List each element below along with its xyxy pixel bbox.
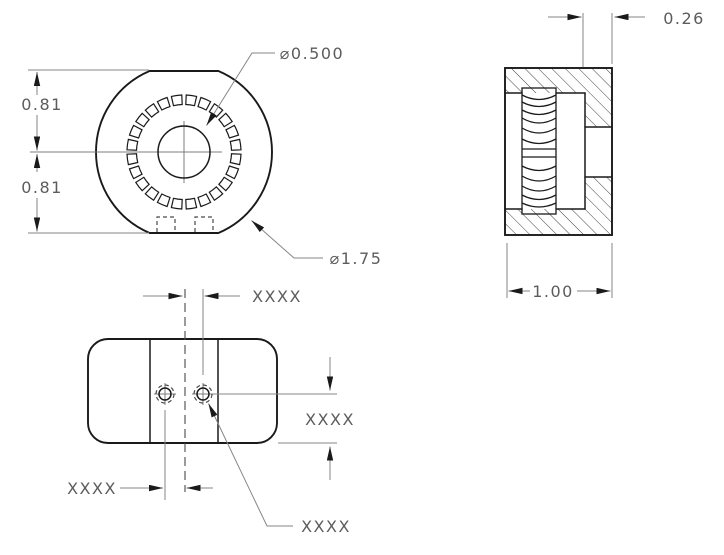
outer-dia-text: ⌀1.75 xyxy=(330,249,383,268)
section-view: 0.26 1.00 xyxy=(504,9,705,301)
thread-ring-segment xyxy=(134,112,150,128)
thread-arc xyxy=(521,202,557,208)
bore-callout-text: ⌀0.500 xyxy=(280,44,344,63)
height-dimension: XXXX xyxy=(214,357,355,480)
thread-ring-segment xyxy=(197,96,212,111)
thread-ring-segment xyxy=(144,102,160,118)
hole-callout-leader: XXXX xyxy=(208,403,351,536)
hidden-hole-left xyxy=(156,216,176,232)
hole-callout-text: XXXX xyxy=(301,517,351,536)
front-vertical-dimensions: 0.81 0.81 xyxy=(21,69,149,234)
thread-ring-segment xyxy=(218,112,234,128)
thread-ring-segment xyxy=(128,165,143,180)
thread-arc xyxy=(521,109,557,116)
thread-ring-segment xyxy=(185,94,198,107)
thread-ring-segment xyxy=(144,186,160,202)
thread-ring-segment xyxy=(225,124,240,139)
thread-arc xyxy=(521,94,557,101)
depth-dimension: 0.26 xyxy=(548,9,705,67)
thread-insert xyxy=(521,87,557,215)
thread-ring-segment xyxy=(170,94,183,107)
front-centerlines xyxy=(30,121,222,183)
dim-lower-081: 0.81 xyxy=(21,178,63,197)
thread-arc xyxy=(521,117,557,124)
front-view: 0.81 0.81 ⌀0.500 ⌀1.75 xyxy=(21,44,383,268)
dim-upper-081: 0.81 xyxy=(21,95,63,114)
thread-arc xyxy=(521,165,557,172)
thread-ring-segment xyxy=(208,186,224,202)
depth-dim-text: 0.26 xyxy=(663,9,705,28)
thread-ring-segment xyxy=(170,197,183,210)
thread-ring-segment xyxy=(156,193,171,208)
thread-ring-segment xyxy=(126,153,139,166)
bottom-profile xyxy=(87,338,278,444)
thread-ring-segment xyxy=(156,96,171,111)
bore-circle xyxy=(157,125,211,179)
thread-arc xyxy=(521,127,557,134)
offset-right-text: XXXX xyxy=(252,287,302,306)
width-dimension: 1.00 xyxy=(506,243,613,301)
thread-ring-segment xyxy=(126,138,139,151)
hidden-holes-front xyxy=(156,216,214,232)
thread-ring-segment xyxy=(134,176,150,192)
offset-right-dimension: XXXX xyxy=(143,287,302,375)
thread-ring-segment xyxy=(185,197,198,210)
thread-section-arcs xyxy=(521,94,557,208)
bottom-view: XXXX XXXX XXXX XXXX xyxy=(67,287,355,536)
thread-ring-segment xyxy=(218,176,234,192)
thread-arc xyxy=(521,194,557,201)
thread-arc xyxy=(521,175,557,182)
hole-left xyxy=(154,383,176,405)
section-bore-lines xyxy=(504,92,613,210)
hole-right xyxy=(192,383,214,405)
height-dim-text: XXXX xyxy=(305,410,355,429)
hidden-hole-right xyxy=(194,216,214,232)
thread-arc xyxy=(521,185,557,192)
bore-leader: ⌀0.500 xyxy=(206,44,344,126)
section-outline xyxy=(504,67,613,236)
thread-ring-segment xyxy=(229,153,242,166)
thread-ring-segment xyxy=(128,124,143,139)
offset-left-dimension: XXXX xyxy=(67,410,213,500)
width-dim-text: 1.00 xyxy=(532,282,574,301)
thread-ring-segment xyxy=(229,138,242,151)
thread-ring xyxy=(126,94,242,210)
thread-ring-segment xyxy=(197,193,212,208)
thread-arc xyxy=(521,138,557,145)
thread-ring-segment xyxy=(225,165,240,180)
offset-left-text: XXXX xyxy=(67,479,117,498)
thread-arc xyxy=(521,101,557,108)
outer-dia-leader: ⌀1.75 xyxy=(251,220,383,268)
